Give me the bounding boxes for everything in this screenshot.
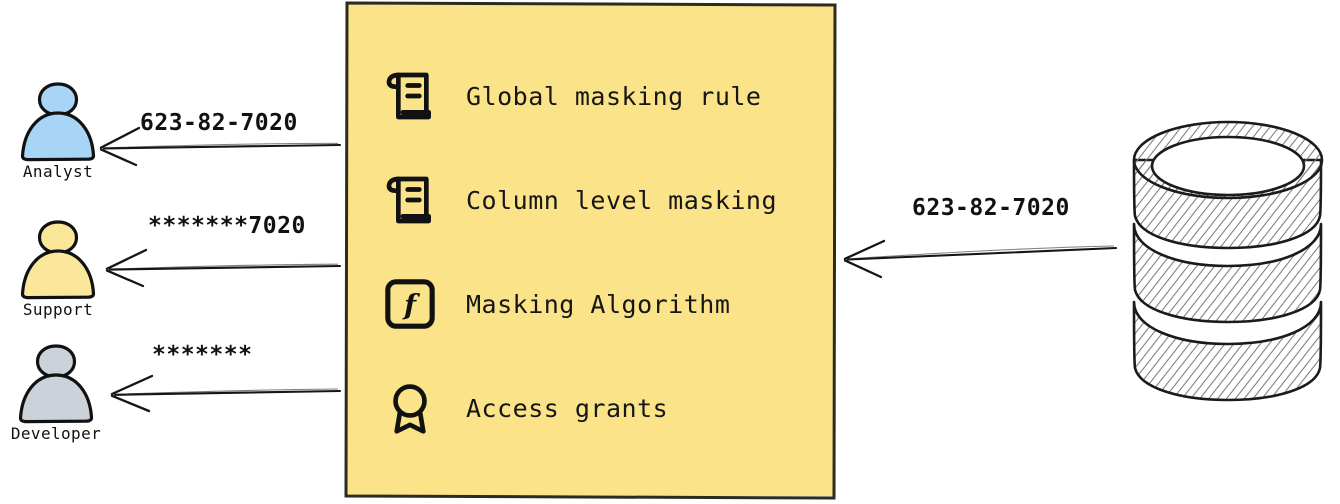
function-f-box-icon: f <box>385 279 435 329</box>
policy-item-column-level-masking[interactable]: Column level masking <box>346 148 835 252</box>
flow-label-developer: ******* <box>152 342 253 368</box>
actor-support[interactable]: Support <box>0 218 118 319</box>
flow-label-support: *******7020 <box>148 213 306 239</box>
award-ribbon-icon <box>393 384 427 434</box>
policy-item-label: Global masking rule <box>466 81 762 111</box>
policy-item-label: Column level masking <box>466 185 778 215</box>
scroll-document-icon <box>386 72 431 120</box>
arrow-database-to-policy <box>843 239 1118 279</box>
arrow-policy-to-support <box>105 248 342 288</box>
user-person-icon <box>18 344 94 424</box>
policy-panel: Global masking rule Column level masking… <box>344 1 837 500</box>
actor-label: Developer <box>10 424 102 443</box>
svg-text:f: f <box>402 289 421 322</box>
policy-item-global-masking-rule[interactable]: Global masking rule <box>346 44 835 148</box>
user-person-icon <box>20 82 96 162</box>
flow-label-analyst: 623-82-7020 <box>140 110 298 136</box>
policy-item-label: Access grants <box>466 393 669 423</box>
arrow-policy-to-analyst <box>99 126 342 167</box>
scroll-document-icon <box>386 176 431 224</box>
actor-label: Analyst <box>22 162 94 181</box>
database-source[interactable] <box>1118 116 1336 404</box>
policy-item-access-grants[interactable]: Access grants <box>346 356 835 460</box>
database-cylinder-icon <box>1132 120 1324 402</box>
arrow-policy-to-developer <box>110 374 342 413</box>
flow-label-source: 623-82-7020 <box>912 195 1070 221</box>
user-person-icon <box>20 220 96 300</box>
actor-label: Support <box>22 300 94 319</box>
policy-item-label: Masking Algorithm <box>466 289 731 319</box>
actor-developer[interactable]: Developer <box>0 342 116 443</box>
policy-item-list: Global masking rule Column level masking… <box>346 4 835 496</box>
policy-item-masking-algorithm[interactable]: f Masking Algorithm <box>346 252 835 356</box>
actor-analyst[interactable]: Analyst <box>0 80 118 181</box>
